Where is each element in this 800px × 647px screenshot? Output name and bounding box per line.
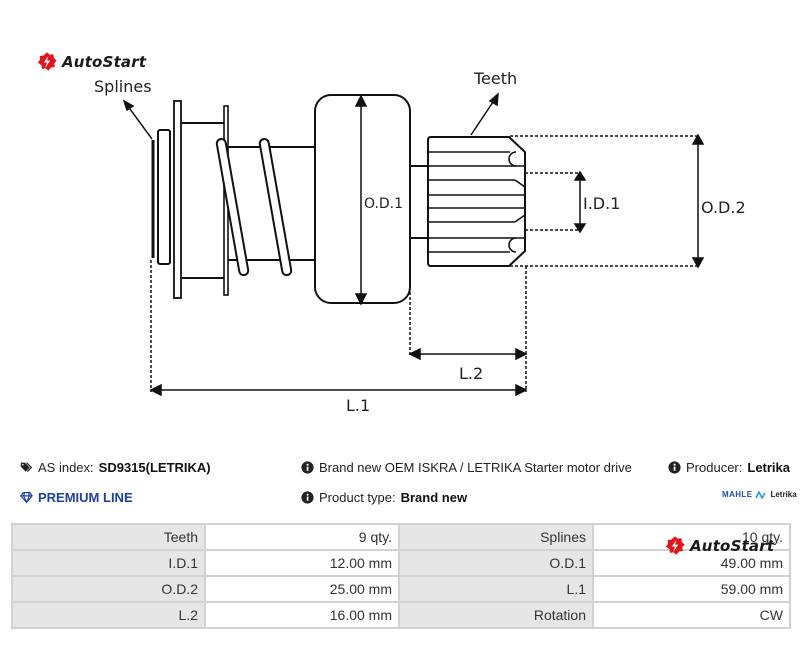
spec-value: 12.00 mm <box>204 549 400 577</box>
table-row: L.2 16.00 mm Rotation CW <box>11 601 791 629</box>
letrika-wordmark: Letrika <box>770 490 797 499</box>
teeth-label: Teeth <box>473 69 517 88</box>
diamond-icon <box>20 492 33 504</box>
info-icon <box>301 491 314 504</box>
spec-label: Splines <box>398 523 594 551</box>
producer-value: Letrika <box>747 460 791 475</box>
specs-table: Teeth 9 qty. Splines 10 qty. I.D.1 12.00… <box>11 523 791 629</box>
premium-line-label: PREMIUM LINE <box>38 490 133 505</box>
product-description: Brand new OEM ISKRA / LETRIKA Starter mo… <box>301 460 632 475</box>
premium-line-badge: PREMIUM LINE <box>20 490 133 505</box>
producer: Producer: Letrika <box>668 460 790 475</box>
table-row: Teeth 9 qty. Splines 10 qty. <box>11 523 791 551</box>
spec-label: L.1 <box>398 575 594 603</box>
spec-label: O.D.1 <box>398 549 594 577</box>
product-type: Product type: Brand new <box>301 490 467 505</box>
tags-icon <box>20 462 33 472</box>
od1-label: O.D.1 <box>364 196 403 212</box>
description-text: Brand new OEM ISKRA / LETRIKA Starter mo… <box>319 460 632 475</box>
autostart-watermark-logo: AutoStart <box>664 535 774 557</box>
as-index-label: AS index: <box>38 460 94 475</box>
spec-value: 9 qty. <box>204 523 400 551</box>
spec-value: 25.00 mm <box>204 575 400 603</box>
l1-label: L.1 <box>346 396 370 415</box>
spec-value: 16.00 mm <box>204 601 400 629</box>
spec-value: 49.00 mm <box>592 549 791 577</box>
spec-label: O.D.2 <box>11 575 206 603</box>
table-row: O.D.2 25.00 mm L.1 59.00 mm <box>11 575 791 603</box>
spec-value: CW <box>592 601 791 629</box>
spec-label: L.2 <box>11 601 206 629</box>
autostart-wordmark: AutoStart <box>690 537 775 555</box>
autostart-wordmark: AutoStart <box>62 53 147 71</box>
spec-value: 59.00 mm <box>592 575 791 603</box>
as-index: AS index: SD9315(LETRIKA) <box>20 460 211 475</box>
autostart-gear-bolt-icon <box>37 52 57 71</box>
spec-label: Teeth <box>11 523 206 551</box>
info-icon <box>301 461 314 474</box>
spec-label: I.D.1 <box>11 549 206 577</box>
starter-drive-diagram: Splines Teeth O.D.1 I.D.1 O.D.2 L.2 L.1 <box>94 69 746 415</box>
clutch-body <box>314 94 411 304</box>
splines-label: Splines <box>94 77 152 96</box>
producer-label: Producer: <box>686 460 743 475</box>
mahle-wordmark: MAHLE <box>722 490 753 499</box>
id1-label: I.D.1 <box>583 194 620 213</box>
autostart-logo: AutoStart <box>36 51 146 73</box>
mahle-letrika-logo: MAHLE Letrika <box>722 490 797 499</box>
od2-label: O.D.2 <box>701 198 746 217</box>
info-icon <box>668 461 681 474</box>
spec-label: Rotation <box>398 601 594 629</box>
as-index-value: SD9315(LETRIKA) <box>98 460 211 475</box>
autostart-gear-bolt-icon <box>665 536 685 555</box>
table-row: I.D.1 12.00 mm O.D.1 49.00 mm <box>11 549 791 577</box>
product-type-label: Product type: <box>319 490 396 505</box>
splines-hub <box>157 129 171 265</box>
product-type-value: Brand new <box>400 490 468 505</box>
spring-coil-2 <box>258 138 293 277</box>
pinion-gear <box>427 136 526 267</box>
wave-icon <box>755 490 767 499</box>
l2-label: L.2 <box>459 364 483 383</box>
spec-value: 10 qty. <box>592 523 791 551</box>
flange-1 <box>173 100 182 299</box>
spring-coil-1 <box>215 138 250 277</box>
